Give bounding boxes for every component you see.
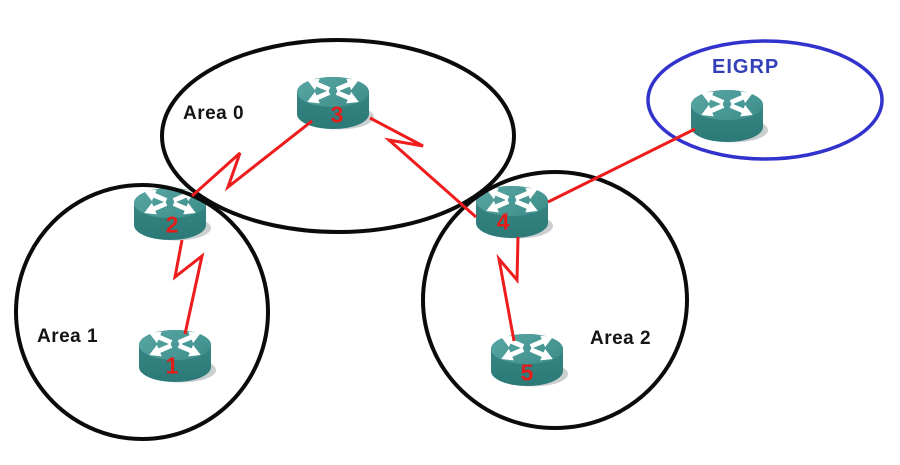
- router-3-number: 3: [330, 101, 344, 128]
- router-eigrp-icon: [691, 90, 768, 143]
- area-0-label: Area 0: [183, 103, 245, 124]
- router-3-icon: [297, 77, 374, 130]
- area-1-label: Area 1: [37, 326, 99, 347]
- area-1-boundary: [14, 183, 270, 441]
- router-1-number: 1: [165, 352, 179, 379]
- router-4-number: 4: [496, 208, 510, 235]
- router-2-number: 2: [165, 211, 179, 238]
- link-router2-router1: [172, 239, 205, 335]
- router-4-icon: [476, 186, 553, 239]
- link-router2-router3: [190, 119, 313, 198]
- eigrp-boundary: [646, 39, 884, 161]
- link-router4-eigrp: [547, 127, 696, 204]
- link-router4-router5: [496, 236, 520, 342]
- router-5-number: 5: [520, 359, 534, 386]
- link-router3-router4: [369, 116, 477, 219]
- router-5-icon: [491, 334, 568, 387]
- eigrp-label: EIGRP: [712, 56, 780, 78]
- router-1-icon: [139, 330, 216, 383]
- area-2-boundary: [421, 170, 689, 430]
- area-0-boundary: [160, 38, 516, 234]
- area-2-label: Area 2: [590, 328, 652, 349]
